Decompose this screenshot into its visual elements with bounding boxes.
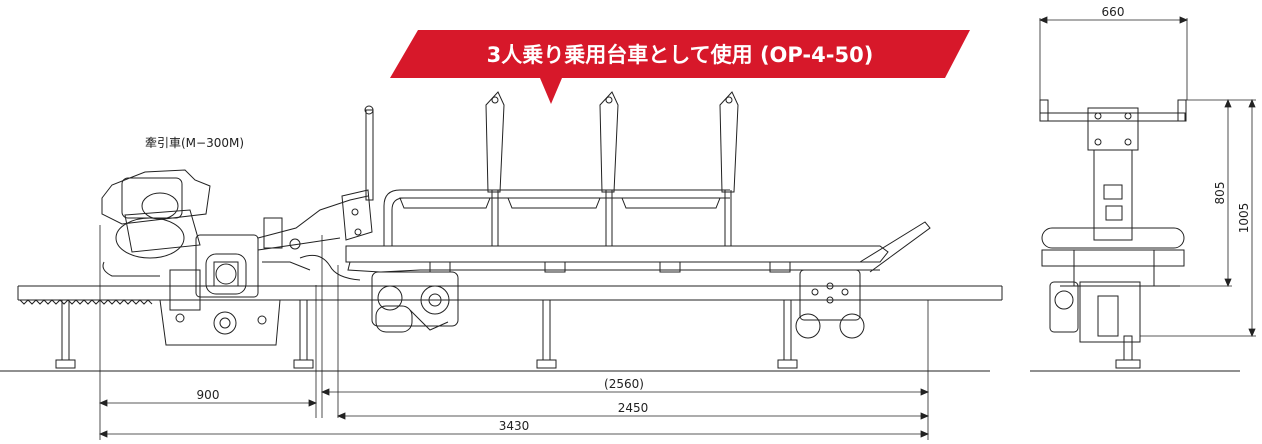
tractor [101,169,369,346]
rail-posts [55,299,798,369]
dim-2450-label: 2450 [618,401,649,415]
frame-brackets [429,261,791,273]
dim-1005-label: 1005 [1237,203,1251,234]
ground [0,285,1003,372]
front-view [1030,99,1240,372]
dim-3430-label: 3430 [499,419,530,433]
front-dim-lines [1038,16,1256,338]
dim-805-label: 805 [1213,182,1227,205]
dim-660-label: 660 [1102,5,1125,19]
banner: 3人乗り乗用台車として使用 (OP-4-50) [390,30,970,104]
banner-text: 3人乗り乗用台車として使用 (OP-4-50) [487,43,874,67]
tractor-label: 牽引車(M−300M) [145,135,244,150]
dim-900-label: 900 [197,388,220,402]
cart [341,91,931,339]
dim-lines [98,225,930,440]
dim-2560-label: (2560) [604,377,644,391]
